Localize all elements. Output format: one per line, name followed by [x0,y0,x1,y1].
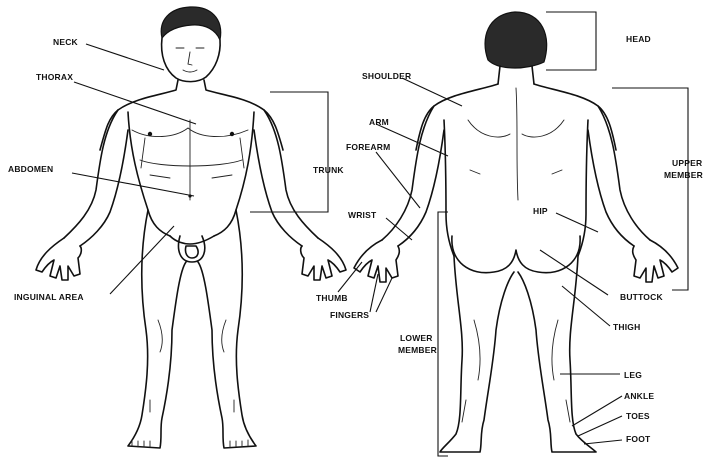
head-bracket [546,12,596,70]
label-foot: FOOT [626,434,651,444]
back-torso [416,84,616,256]
label-shoulder: SHOULDER [362,71,411,81]
label-neck: NECK [53,37,79,47]
label-arm: ARM [369,117,389,127]
leader-lines [72,44,622,444]
label-wrist: WRIST [348,210,377,220]
label-lower-member-2: MEMBER [398,345,437,355]
front-head [162,38,221,82]
back-arm-left [382,106,444,246]
label-fingers: FINGERS [330,310,369,320]
back-hand-left [354,240,399,282]
label-abdomen: ABDOMEN [8,164,53,174]
label-thumb: THUMB [316,293,348,303]
label-forearm: FOREARM [346,142,390,152]
label-head: HEAD [626,34,651,44]
trunk-bracket [250,92,328,212]
front-genitals [179,236,205,262]
label-ankle: ANKLE [624,391,654,401]
front-figure [36,7,346,448]
front-hair [161,7,220,40]
label-leg: LEG [624,370,642,380]
front-arm-right [254,110,318,246]
label-trunk: TRUNK [313,165,344,175]
label-inguinal-area: INGUINAL AREA [14,292,84,302]
label-upper-member-2: MEMBER [664,170,703,180]
brackets [250,12,688,456]
label-upper-member-1: UPPER [672,158,702,168]
label-thigh: THIGH [613,322,640,332]
back-buttocks [452,236,580,273]
label-toes: TOES [626,411,650,421]
label-hip: HIP [533,206,548,216]
back-hand-right [633,240,678,282]
front-hand-left [36,238,81,280]
upper-member-bracket [612,88,688,290]
back-legs [440,256,596,452]
label-lower-member-1: LOWER [400,333,433,343]
back-hair [485,12,547,68]
label-buttock: BUTTOCK [620,292,663,302]
lower-member-bracket [438,212,448,456]
front-hand-right [301,238,346,280]
back-arm-right [588,106,650,246]
label-thorax: THORAX [36,72,73,82]
